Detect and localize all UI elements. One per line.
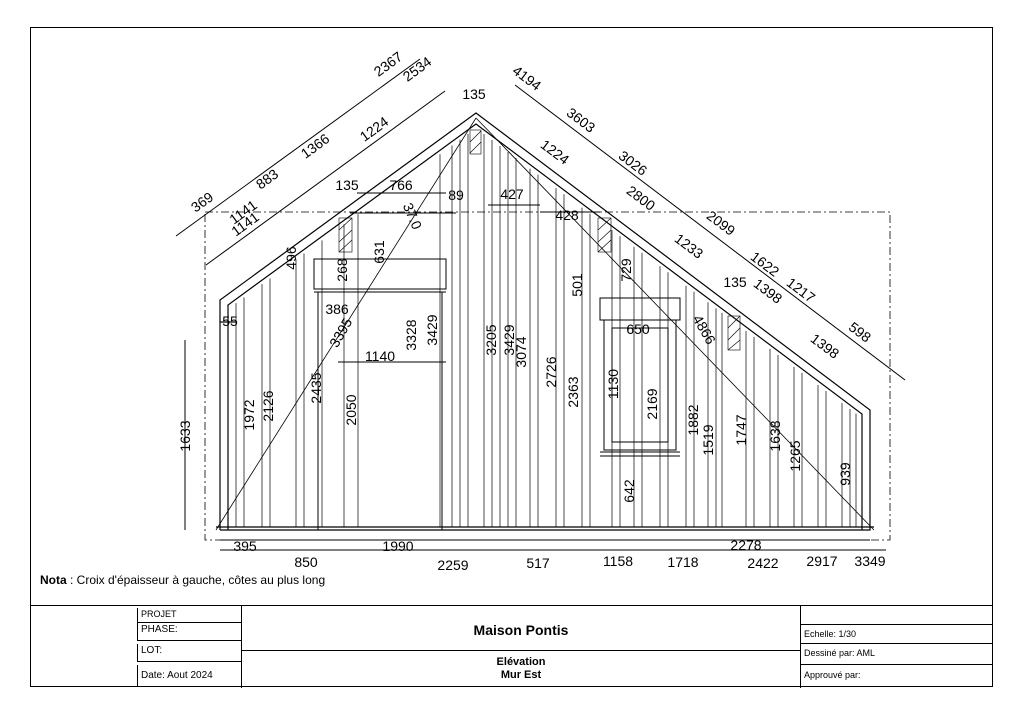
diagonal-braces: [215, 117, 875, 531]
roof-dimension: 369: [188, 188, 216, 215]
inner-dimension: 2126: [260, 390, 276, 421]
bottom-dimension: 3349: [854, 553, 885, 569]
inner-dimension: 501: [569, 273, 585, 297]
inner-dimension: 1638: [767, 420, 783, 451]
date-label: Date: Aout 2024: [141, 670, 213, 681]
hatched-posts: [338, 129, 741, 351]
roof-dimension: 883: [253, 165, 281, 192]
dimension-lines: [175, 58, 906, 551]
roof-dimension: 135: [723, 274, 747, 290]
drawing-sheet: [30, 27, 993, 687]
inner-dimension: 386: [325, 301, 349, 317]
bottom-dimension: 2422: [747, 555, 778, 571]
inner-dimension: 3429: [424, 314, 440, 345]
inner-dimension: 268: [334, 258, 350, 282]
title-cell: Maison Pontis: [241, 606, 801, 651]
inner-dimension: 2726: [543, 356, 559, 387]
roof-dimension: 1233: [672, 230, 707, 262]
inner-dimension: 3074: [513, 336, 529, 367]
view-subtitle: Mur Est: [500, 669, 542, 681]
projet-label: PROJET: [141, 609, 177, 619]
inner-dimension: 3328: [403, 319, 419, 350]
openings: [313, 192, 681, 530]
dessine-label: Dessiné par: AML: [804, 648, 876, 658]
bottom-dimension: 2278: [730, 537, 761, 553]
inner-dimension: 1140: [365, 348, 395, 364]
inner-dimension: 729: [618, 258, 634, 282]
inner-dimension: 642: [621, 479, 637, 503]
studs: [235, 133, 857, 527]
inner-dimension: 939: [837, 462, 853, 486]
roof-dimension: 1622: [748, 248, 783, 280]
approuve-cell: Approuvé par:: [801, 665, 993, 687]
view-title: Elévation: [496, 656, 546, 668]
roof-dimension: 1398: [808, 330, 843, 362]
roof-dimension: 2800: [624, 182, 659, 214]
bottom-dimension: 517: [526, 555, 550, 571]
roof-dimension: 135: [335, 177, 359, 193]
date-cell: Date: Aout 2024: [137, 665, 241, 687]
bottom-dimension: 1990: [382, 538, 413, 554]
inner-dimension: 650: [626, 321, 650, 337]
phase-cell: PHASE:: [137, 623, 241, 641]
roof-dimension: 598: [846, 319, 874, 346]
inner-dimension: 1265: [787, 440, 803, 471]
wall-outline: [216, 112, 874, 531]
inner-dimension: 2169: [644, 388, 660, 419]
inner-dimension: 2050: [343, 394, 359, 425]
roof-dimension: 428: [555, 207, 579, 223]
bottom-dimension: 850: [294, 554, 318, 570]
inner-dimension: 1130: [605, 369, 621, 399]
roof-dimension: 2367: [371, 48, 406, 79]
roof-dimension: 2534: [400, 53, 435, 84]
inner-dimension: 2435: [308, 372, 324, 403]
bottom-dimension: 1158: [603, 553, 633, 569]
lot-cell: LOT:: [137, 644, 241, 662]
inner-dimension: 1972: [241, 399, 257, 430]
projet-cell: PROJET: [137, 608, 241, 623]
inner-dimension: 1633: [177, 420, 193, 451]
inner-dimension: 1882: [685, 404, 701, 435]
nota-text: : Croix d'épaisseur à gauche, côtes au p…: [66, 573, 326, 587]
inner-dimension: 1747: [733, 414, 749, 445]
lot-label: LOT:: [141, 645, 163, 656]
inner-dimension: 631: [371, 240, 387, 264]
title-block: PROJET PHASE: LOT: Date: Aout 2024 Maiso…: [30, 605, 993, 688]
roof-dimension: 135: [462, 86, 486, 102]
bottom-dimension: 2259: [437, 557, 468, 573]
inner-dimension: 496: [283, 246, 299, 270]
inner-dimension: 3205: [483, 324, 499, 355]
roof-dimension: 766: [389, 177, 413, 193]
project-title: Maison Pontis: [473, 622, 569, 638]
echelle-label: Echelle: 1/30: [804, 629, 857, 639]
roof-dimension: 4194: [510, 62, 545, 94]
approuve-label: Approuvé par:: [804, 670, 861, 680]
inner-dimension: 3429: [501, 324, 517, 355]
roof-dimension: 427: [500, 186, 524, 202]
inner-dimension: 37.0: [400, 200, 425, 232]
bottom-dimension: 2917: [806, 553, 837, 569]
inner-dimension: 2363: [565, 376, 581, 407]
nota-line: Nota : Croix d'épaisseur à gauche, côtes…: [40, 573, 325, 587]
echelle-cell: Echelle: 1/30: [801, 624, 993, 644]
roof-dimension: 1366: [298, 130, 333, 161]
inner-dimension: 3395: [326, 315, 356, 350]
phase-label: PHASE:: [141, 624, 178, 635]
dessine-cell: Dessiné par: AML: [801, 644, 993, 665]
roof-dimension: 1398: [751, 275, 786, 307]
bottom-dimension: 1718: [667, 554, 698, 570]
roof-dimension: 89: [448, 187, 464, 203]
roof-dimension: 1224: [357, 113, 392, 144]
nota-label: Nota: [40, 573, 67, 587]
inner-dimension: 1519: [700, 424, 716, 455]
roof-dimension: 3603: [564, 104, 599, 136]
bottom-dimension: 395: [233, 538, 257, 554]
inner-dimension: 55: [222, 313, 238, 329]
